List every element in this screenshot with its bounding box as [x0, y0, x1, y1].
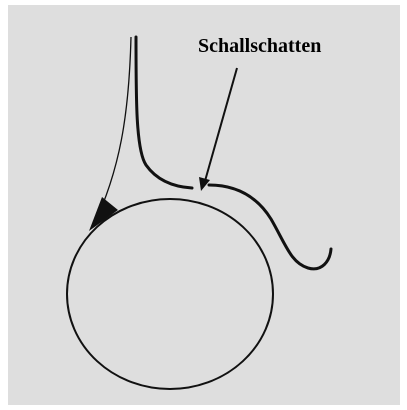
sphere-outline — [67, 199, 273, 389]
diagram-frame: Schallschatten — [8, 5, 400, 405]
lower-contour — [209, 185, 331, 269]
tangent-line — [93, 37, 131, 227]
sound-shadow-diagram: Schallschatten — [8, 5, 400, 405]
sound-shadow-label: Schallschatten — [198, 35, 321, 57]
pointer-arrow-shaft — [205, 68, 237, 181]
upper-contour — [136, 37, 192, 188]
